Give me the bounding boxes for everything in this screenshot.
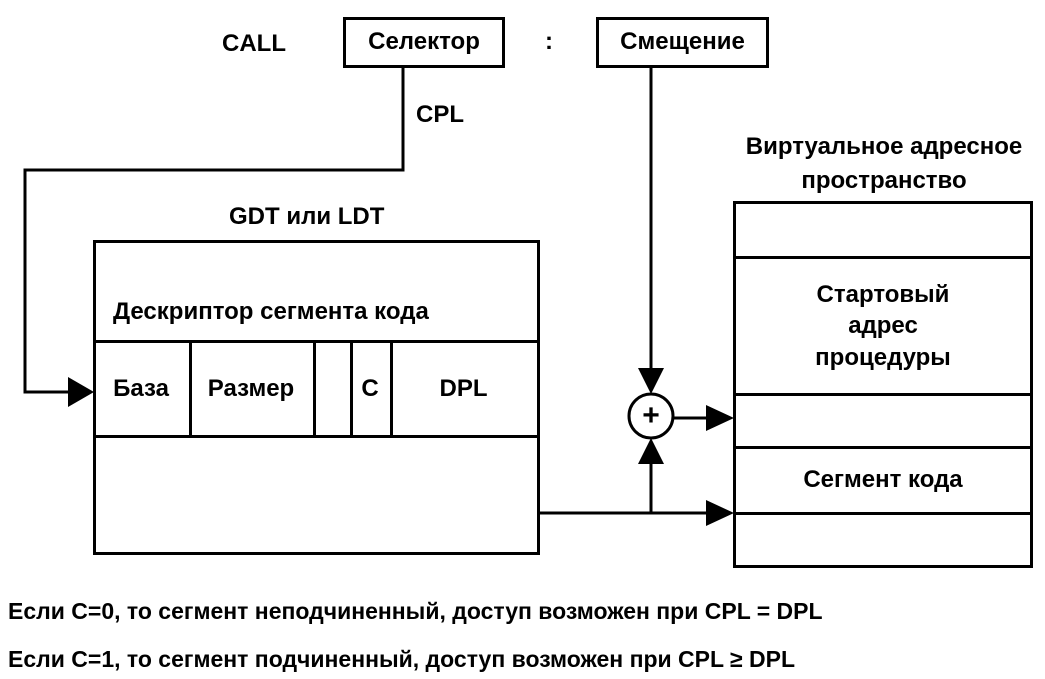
address-divider-4	[736, 512, 1030, 515]
start-address-line1: Стартовый	[816, 281, 950, 309]
code-segment-label: Сегмент кода	[803, 466, 963, 494]
descriptor-table: Дескриптор сегмента кода База Размер C D…	[93, 240, 540, 555]
address-space-title-line2: пространство	[801, 166, 967, 194]
cpl-label: CPL	[416, 101, 464, 128]
adder-circle	[627, 392, 675, 440]
field-c-label: C	[361, 374, 379, 402]
offset-box: Смещение	[596, 17, 769, 68]
adder-out-arrowhead	[706, 405, 734, 431]
address-divider-1	[736, 256, 1030, 259]
adder-bottom-arrowhead	[638, 438, 664, 464]
start-address-block: Стартовый адрес процедуры	[736, 259, 1030, 393]
address-divider-2	[736, 393, 1030, 396]
adder-plus-symbol: +	[642, 399, 660, 432]
selector-to-base-line	[23, 67, 405, 394]
start-address-line3: процедуры	[815, 343, 951, 371]
field-dpl-label: DPL	[439, 374, 488, 402]
selector-label: Селектор	[368, 28, 480, 56]
selector-arrowhead	[68, 377, 94, 407]
base-arrowhead	[706, 500, 734, 526]
note-line-1: Если C=0, то сегмент неподчиненный, дост…	[8, 598, 823, 624]
offset-arrowhead	[638, 368, 664, 394]
field-dpl: DPL	[390, 343, 537, 435]
call-label: CALL	[222, 30, 286, 57]
field-size: Размер	[189, 343, 316, 435]
address-divider-3	[736, 446, 1030, 449]
address-space-title: Виртуальное адресное пространство	[724, 130, 1044, 197]
field-c: C	[350, 343, 393, 435]
selector-box: Селектор	[343, 17, 505, 68]
table-title: GDT или LDT	[229, 203, 385, 230]
offset-label: Смещение	[620, 28, 745, 56]
start-address-line2: адрес	[848, 312, 918, 340]
field-blank	[313, 343, 353, 435]
address-space-title-line1: Виртуальное адресное	[745, 133, 1023, 160]
colon-separator: :	[545, 28, 553, 55]
descriptor-fields-row: База Размер C DPL	[93, 340, 540, 438]
field-size-label: Размер	[207, 374, 295, 402]
field-base: База	[93, 343, 192, 435]
address-space-box: Стартовый адрес процедуры Сегмент кода	[733, 201, 1033, 568]
note-line-2: Если C=1, то сегмент подчиненный, доступ…	[8, 646, 796, 672]
code-segment-block: Сегмент кода	[736, 449, 1030, 512]
descriptor-label: Дескриптор сегмента кода	[113, 298, 429, 325]
field-base-label: База	[113, 374, 169, 402]
